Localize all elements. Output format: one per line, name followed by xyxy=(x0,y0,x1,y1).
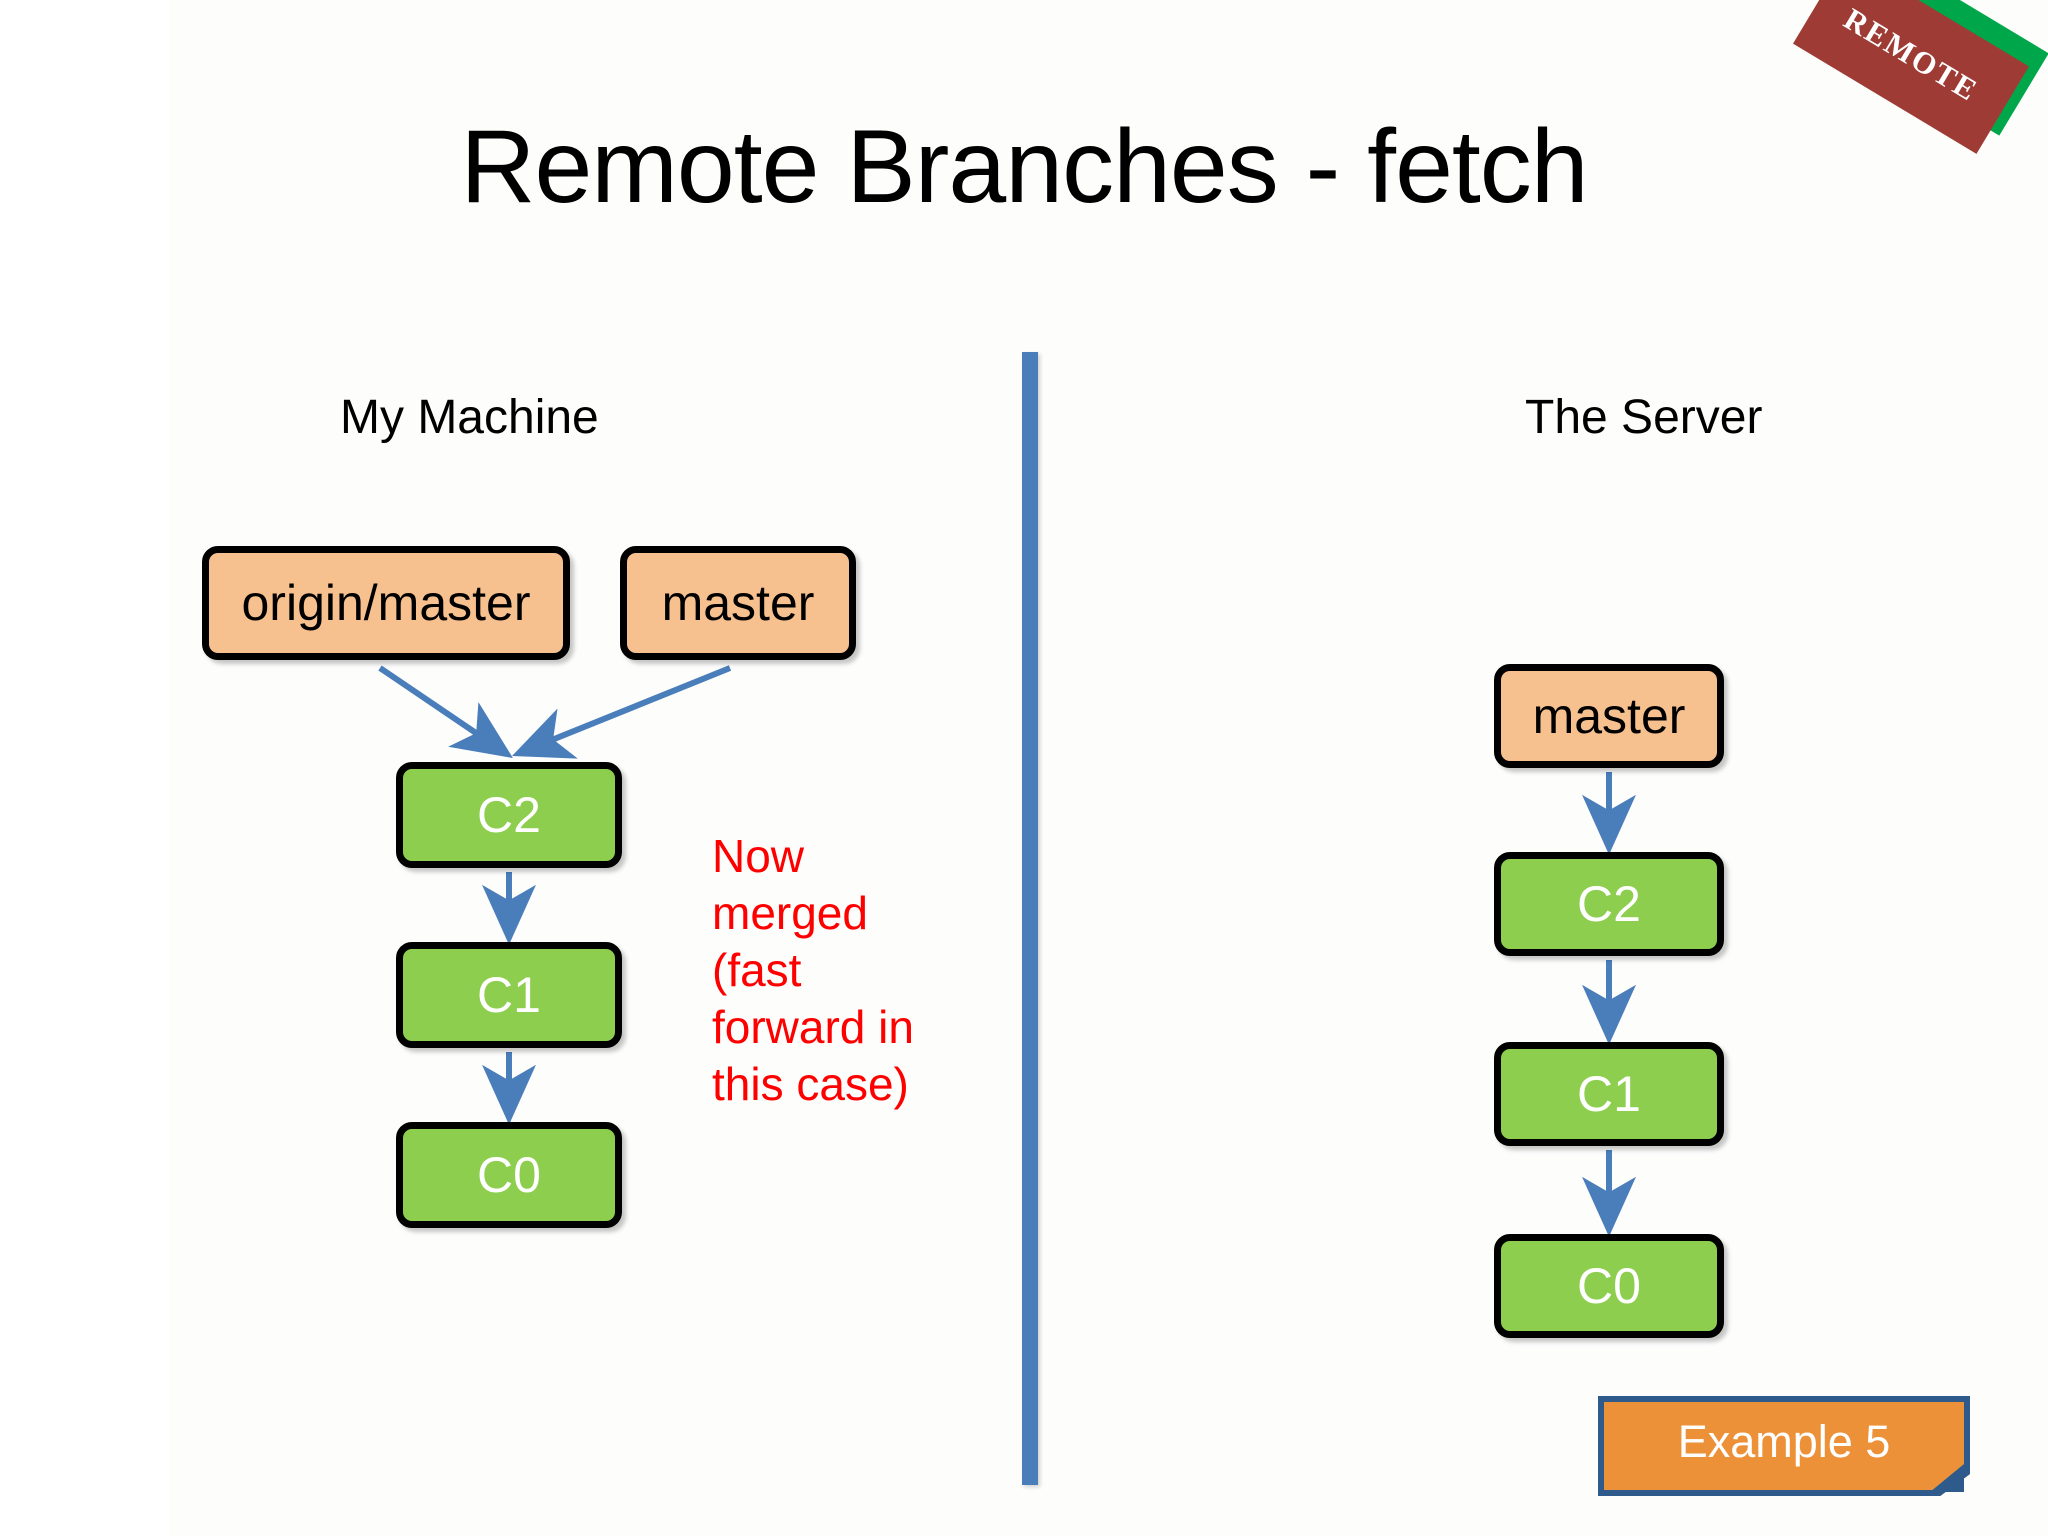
node-commit-c1-server[interactable]: C1 xyxy=(1494,1042,1724,1146)
node-label: C0 xyxy=(1577,1258,1641,1314)
column-header-the-server: The Server xyxy=(1525,391,1763,444)
node-label: C1 xyxy=(477,967,541,1023)
vertical-divider xyxy=(1022,352,1038,1485)
node-branch-master-server[interactable]: master xyxy=(1494,664,1724,768)
node-commit-c0-server[interactable]: C0 xyxy=(1494,1234,1724,1338)
node-label: C0 xyxy=(477,1147,541,1203)
node-branch-origin-master[interactable]: origin/master xyxy=(202,546,570,660)
annotation-now-merged: Now merged (fast forward in this case) xyxy=(712,830,914,1111)
node-label: C1 xyxy=(1577,1066,1641,1122)
node-commit-c2-local[interactable]: C2 xyxy=(396,762,622,868)
example-badge-label: Example 5 xyxy=(1677,1416,1891,1467)
node-commit-c0-local[interactable]: C0 xyxy=(396,1122,622,1228)
column-header-my-machine: My Machine xyxy=(340,391,599,444)
node-branch-master-local[interactable]: master xyxy=(620,546,856,660)
example-badge[interactable]: Example 5 xyxy=(1598,1396,1970,1496)
page-title: Remote Branches - fetch xyxy=(460,109,1588,225)
node-commit-c2-server[interactable]: C2 xyxy=(1494,852,1724,956)
node-label: master xyxy=(1532,688,1686,744)
node-label: C2 xyxy=(477,787,541,843)
node-label: origin/master xyxy=(241,575,531,631)
example-badge-body: Example 5 xyxy=(1598,1396,1970,1496)
node-label: master xyxy=(661,575,815,631)
node-commit-c1-local[interactable]: C1 xyxy=(396,942,622,1048)
node-label: C2 xyxy=(1577,876,1641,932)
